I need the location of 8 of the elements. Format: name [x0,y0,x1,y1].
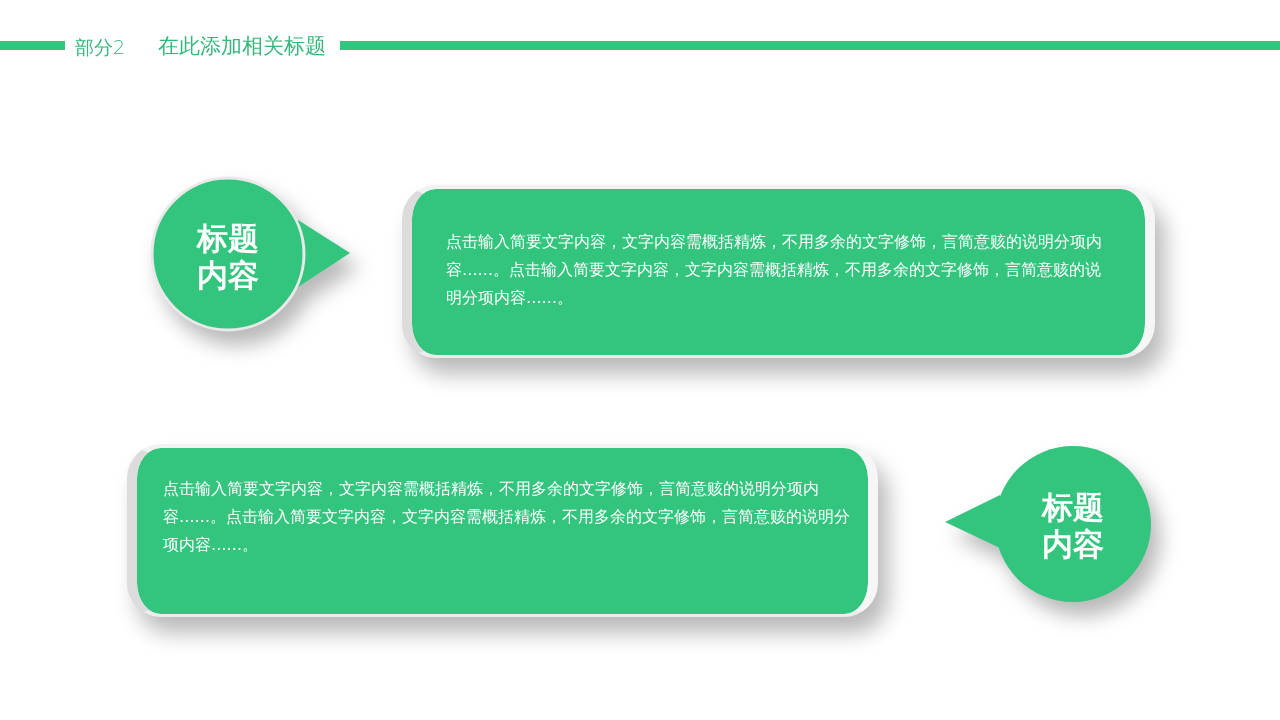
text-card [127,444,878,617]
card-text: 点击输入简要文字内容，文字内容需概括精炼，不用多余的文字修饰，言简意赅的说明分项内容……。点击输入简要文字内容，文字内容需概括精炼，不用多余的文字修饰，言简意赅的说明分项内容……。 [446,232,1103,309]
bubble-title: 标题内容 [196,220,260,294]
card-text: 点击输入简要文字内容，文字内容需概括精炼，不用多余的文字修饰，言简意赅的说明分项内容……。点击输入简要文字内容，文字内容需概括精炼，不用多余的文字修饰，言简意赅的说明分项内容……。 [163,479,852,556]
section-label: 部分2 [75,35,126,60]
bubble-title: 标题内容 [1041,489,1105,563]
slide-title: 在此添加相关标题 [158,33,326,59]
text-card [402,185,1155,358]
